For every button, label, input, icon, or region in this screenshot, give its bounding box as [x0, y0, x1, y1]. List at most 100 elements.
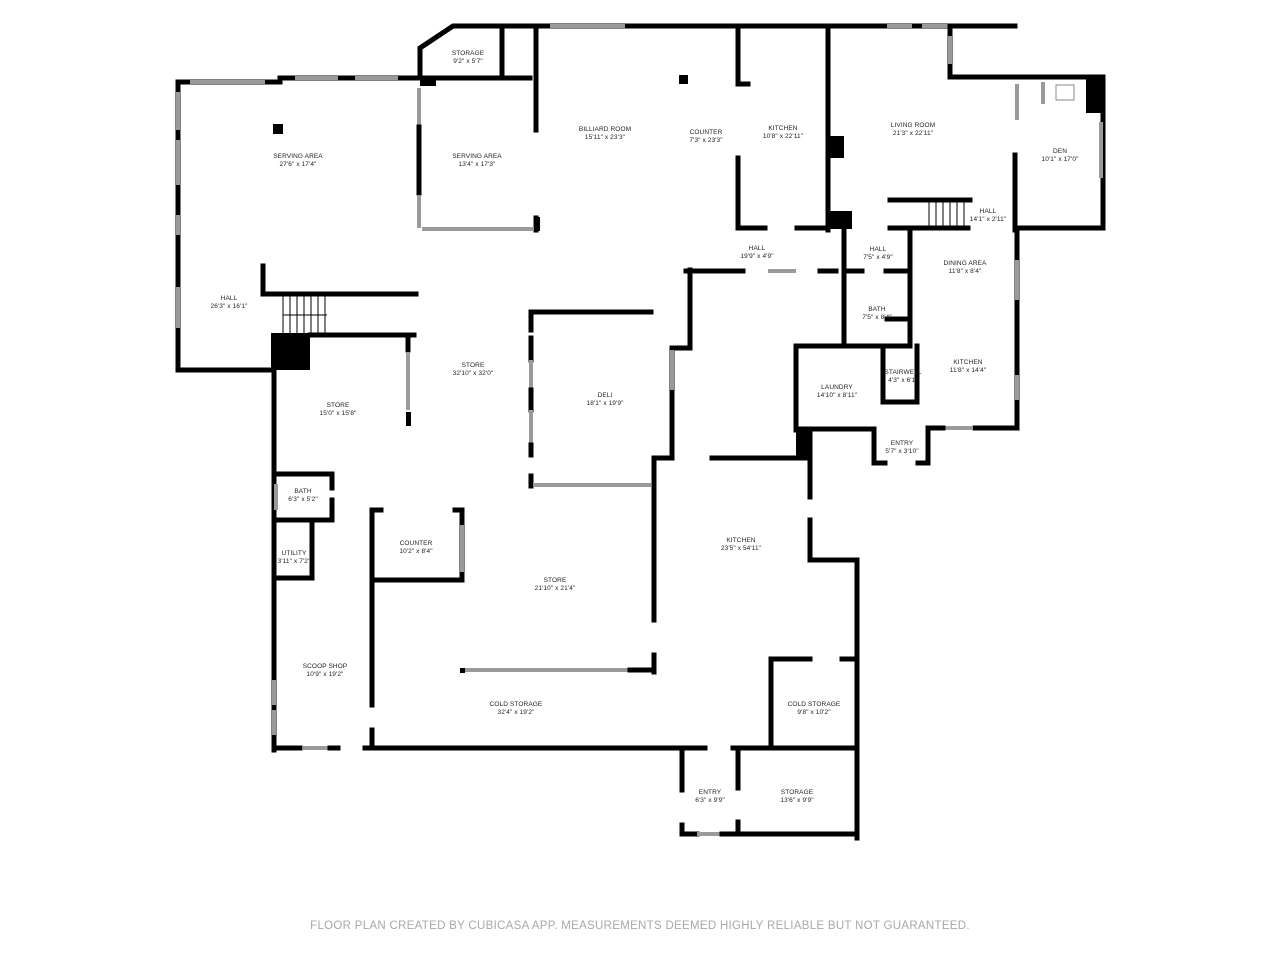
room-name: HALL: [979, 208, 997, 215]
room-dimensions: 15'11" x 23'3": [584, 134, 626, 141]
room-dimensions: 7'5" x 4'9": [863, 254, 893, 261]
walls-lower-right: [679, 656, 860, 837]
room-dimensions: 6'3" x 5'2": [288, 496, 318, 503]
room-dimensions: 10'1" x 17'0": [1041, 156, 1079, 163]
room-name: STORAGE: [780, 789, 814, 796]
room-name: COLD STORAGE: [489, 701, 543, 708]
room-name: ENTRY: [890, 440, 914, 447]
room-dimensions: 15'0" x 15'8": [319, 410, 357, 417]
room-name: STORAGE: [451, 50, 485, 57]
room-dimensions: 32'10" x 32'0": [452, 370, 494, 377]
room-name: DINING AREA: [943, 260, 987, 267]
room-name: BATH: [868, 306, 886, 313]
room-dimensions: 18'1" x 19'9": [586, 400, 624, 407]
room-name: DEN: [1052, 148, 1068, 155]
room-dimensions: 14'10" x 8'11": [816, 392, 858, 399]
room-name: STORE: [543, 577, 567, 584]
room-dimensions: 27'6" x 17'4": [279, 161, 317, 168]
room-name: KITCHEN: [953, 359, 983, 366]
walls-left-wing: [175, 75, 423, 753]
room-dimensions: 13'6" x 9'9": [780, 797, 814, 804]
walls-right-block: [683, 225, 1020, 466]
room-name: STAIRWELL: [884, 369, 922, 376]
room-name: LIVING ROOM: [890, 122, 936, 129]
room-name: LAUNDRY: [821, 384, 853, 391]
room-dimensions: 21'3" x 22'11": [892, 130, 934, 137]
walls-billiard-kitchen: [679, 24, 948, 233]
room-dimensions: 4'3" x 6'1": [888, 377, 918, 384]
room-dimensions: 23'5" x 54'11": [720, 545, 762, 552]
room-dimensions: 3'11" x 7'2": [277, 558, 311, 565]
room-name: SERVING AREA: [452, 153, 502, 160]
room-dimensions: 10'8" x 22'11": [762, 133, 804, 140]
room-name: HALL: [869, 246, 887, 253]
room-dimensions: 6'3" x 9'9": [695, 797, 725, 804]
room-name: STORE: [461, 362, 485, 369]
room-name: SERVING AREA: [273, 153, 323, 160]
room-dimensions: 32'4" x 19'2": [497, 709, 535, 716]
room-name: BILLIARD ROOM: [578, 126, 632, 133]
room-dimensions: 11'8" x 14'4": [949, 367, 987, 374]
room-name: KITCHEN: [768, 125, 798, 132]
room-dimensions: 10'9" x 19'2": [306, 671, 344, 678]
room-name: UTILITY: [281, 550, 307, 557]
walls-lower-left: [271, 471, 860, 751]
room-name: SCOOP SHOP: [302, 663, 348, 670]
stairs-left: [282, 296, 327, 333]
room-name: STORE: [326, 402, 350, 409]
room-name: HALL: [748, 245, 766, 252]
room-name: ENTRY: [698, 789, 722, 796]
room-dimensions: 13'4" x 17'3": [458, 161, 496, 168]
room-dimensions: 7'3" x 23'3": [689, 137, 723, 144]
room-name: COUNTER: [689, 129, 723, 136]
room-dimensions: 5'7" x 3'10": [885, 448, 919, 455]
room-dimensions: 19'9" x 4'9": [740, 253, 774, 260]
walls-living-den: [887, 23, 1106, 233]
room-dimensions: 7'5" x 8'4": [862, 314, 892, 321]
room-dimensions: 11'8" x 8'4": [948, 268, 982, 275]
room-dimensions: 10'2" x 8'4": [399, 548, 433, 555]
walls-center: [405, 217, 860, 841]
room-name: DELI: [597, 392, 613, 399]
disclaimer-footer: FLOOR PLAN CREATED BY CUBICASA APP. MEAS…: [310, 920, 970, 932]
room-dimensions: 26'3" x 16'1": [210, 303, 248, 310]
room-dimensions: 9'8" x 10'2": [797, 709, 831, 716]
room-dimensions: 14'1" x 2'11": [969, 216, 1007, 223]
stairs-upper: [928, 200, 965, 228]
walls-serving-storage: [416, 23, 1018, 233]
room-dimensions: 21'10" x 21'4": [534, 585, 576, 592]
room-name: HALL: [220, 295, 238, 302]
room-name: KITCHEN: [726, 537, 756, 544]
room-name: COUNTER: [399, 540, 433, 547]
room-name: BATH: [294, 488, 312, 495]
room-dimensions: 9'2" x 5'7": [453, 58, 483, 65]
room-name: COLD STORAGE: [787, 701, 841, 708]
